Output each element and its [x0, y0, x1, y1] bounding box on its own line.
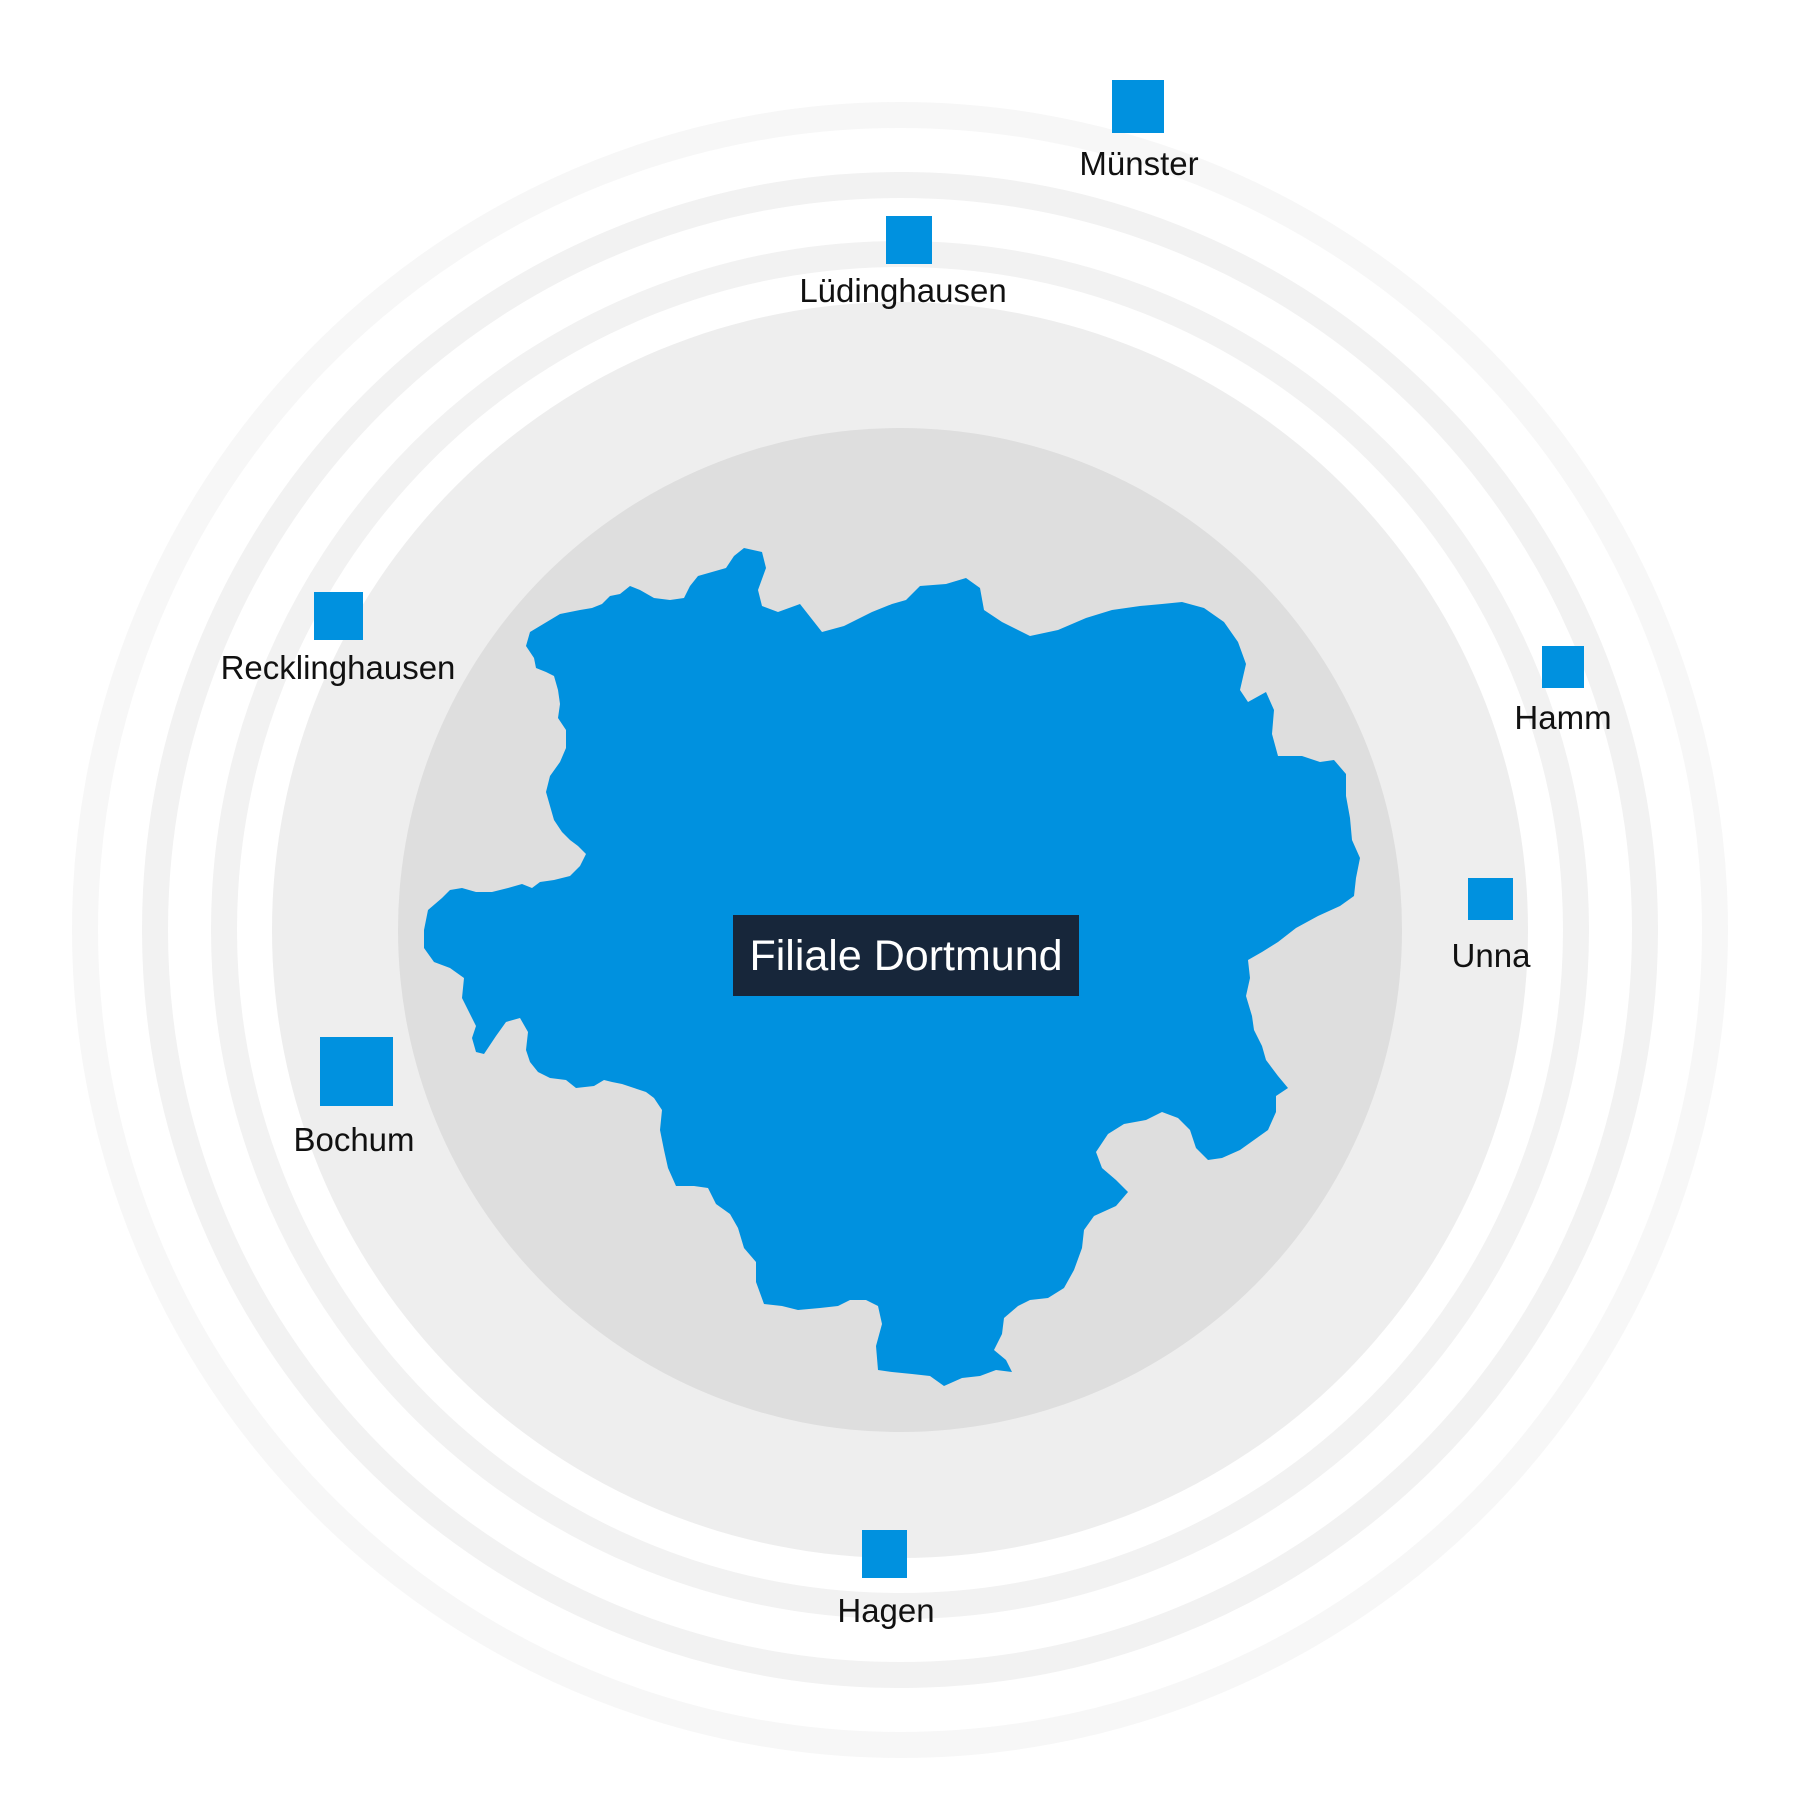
distance-ring-middle — [142, 172, 1658, 1688]
location-marker-recklinghausen[interactable] — [314, 592, 363, 640]
location-unna[interactable]: Unna — [1452, 878, 1532, 974]
location-label-luedinghausen: Lüdinghausen — [799, 272, 1006, 309]
branch-label-box — [733, 915, 1079, 996]
location-label-bochum: Bochum — [293, 1121, 414, 1158]
location-marker-muenster[interactable] — [1112, 80, 1164, 133]
location-recklinghausen[interactable]: Recklinghausen — [221, 592, 456, 686]
location-luedinghausen[interactable]: Lüdinghausen — [799, 216, 1007, 309]
distance-ring-outer — [72, 102, 1728, 1758]
location-label-hagen: Hagen — [837, 1592, 934, 1629]
location-bochum[interactable]: Bochum — [293, 1037, 415, 1158]
branch-label: Filiale Dortmund — [749, 932, 1062, 980]
location-label-unna: Unna — [1452, 937, 1532, 974]
location-marker-unna[interactable] — [1468, 878, 1513, 920]
location-hagen[interactable]: Hagen — [837, 1530, 935, 1629]
location-label-hamm: Hamm — [1514, 699, 1611, 736]
location-marker-hagen[interactable] — [862, 1530, 907, 1578]
location-label-muenster: Münster — [1079, 145, 1198, 182]
location-marker-bochum[interactable] — [320, 1037, 393, 1106]
location-marker-hamm[interactable] — [1542, 646, 1584, 688]
location-muenster[interactable]: Münster — [1079, 80, 1199, 182]
location-marker-luedinghausen[interactable] — [886, 216, 932, 264]
location-hamm[interactable]: Hamm — [1514, 646, 1612, 736]
location-label-recklinghausen: Recklinghausen — [221, 649, 456, 686]
